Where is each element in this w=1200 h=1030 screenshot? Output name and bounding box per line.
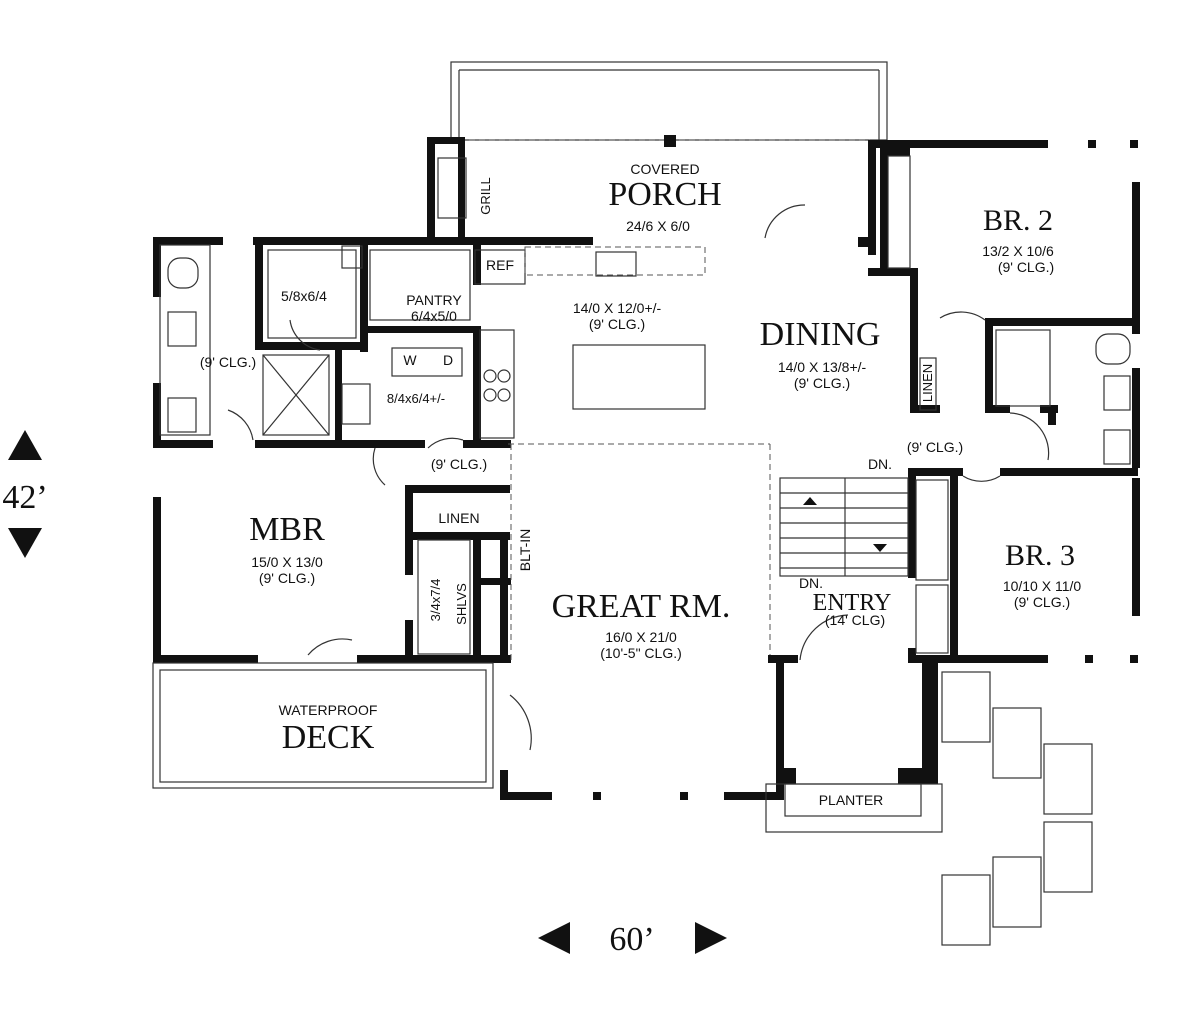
shlvs-label: SHLVS: [454, 583, 469, 625]
linen-br2-label: LINEN: [920, 364, 935, 402]
mbath-clg: (9' CLG.): [200, 354, 256, 370]
arrow-down-icon: [8, 528, 42, 558]
grill-label: GRILL: [478, 177, 493, 215]
entry-dn-label: DN.: [799, 575, 823, 591]
planter-label: PLANTER: [819, 792, 884, 808]
kitchen-clg: (9' CLG.): [589, 316, 645, 332]
great-clg: (10'-5" CLG.): [600, 645, 682, 661]
mbr-clg: (9' CLG.): [259, 570, 315, 586]
ref-label: REF: [486, 257, 514, 273]
dining-size: 14/0 X 13/8+/-: [778, 359, 867, 375]
br3-name: BR. 3: [1005, 539, 1075, 572]
porch-outline: [450, 61, 888, 147]
fixtures: [152, 155, 1131, 946]
hall2-clg: (9' CLG.): [907, 439, 963, 455]
great-name: GREAT RM.: [552, 588, 731, 625]
dryer-label: D: [443, 352, 453, 368]
deck-name: DECK: [282, 719, 375, 756]
mbr-name: MBR: [249, 511, 325, 548]
arrow-up-icon: [8, 430, 42, 460]
br2-size: 13/2 X 10/6: [982, 243, 1054, 259]
great-size: 16/0 X 21/0: [605, 629, 677, 645]
hall-clg: (9' CLG.): [431, 456, 487, 472]
porch-kicker: COVERED: [630, 161, 699, 177]
doors: [227, 204, 1050, 751]
porch-size: 24/6 X 6/0: [626, 218, 690, 234]
entry-clg: (14' CLG): [825, 612, 885, 628]
pantry-name: PANTRY: [406, 292, 462, 308]
porch-name: PORCH: [608, 176, 721, 213]
stair-dn-label: DN.: [868, 456, 892, 472]
closet2-size: 3/4x7/4: [428, 579, 443, 622]
arrow-right-icon: [695, 922, 727, 954]
br2-name: BR. 2: [983, 204, 1053, 237]
deck-kicker: WATERPROOF: [279, 702, 378, 718]
linen-hall-label: LINEN: [438, 510, 479, 526]
br3-clg: (9' CLG.): [1014, 594, 1070, 610]
depth-dimension: 42’: [2, 479, 47, 516]
blt-in-label: BLT-IN: [517, 529, 533, 572]
entry-name: ENTRY: [813, 590, 892, 616]
kitchen-size: 14/0 X 12/0+/-: [573, 300, 662, 316]
dining-clg: (9' CLG.): [794, 375, 850, 391]
width-dimension: 60’: [609, 921, 654, 958]
br3-size: 10/10 X 11/0: [1003, 578, 1082, 594]
arrow-left-icon: [538, 922, 570, 954]
pantry-size: 6/4x5/0: [411, 308, 457, 324]
dining-name: DINING: [760, 316, 881, 353]
br2-clg: (9' CLG.): [998, 259, 1054, 275]
dimension-arrows: [8, 430, 727, 954]
labels: COVERED PORCH 24/6 X 6/0 GRILL BR. 2 13/…: [2, 161, 1081, 958]
mbr-size: 15/0 X 13/0: [251, 554, 323, 570]
closet-mbr-size: 5/8x6/4: [281, 288, 327, 304]
washer-label: W: [403, 352, 417, 368]
laundry-size: 8/4x6/4+/-: [387, 391, 445, 406]
